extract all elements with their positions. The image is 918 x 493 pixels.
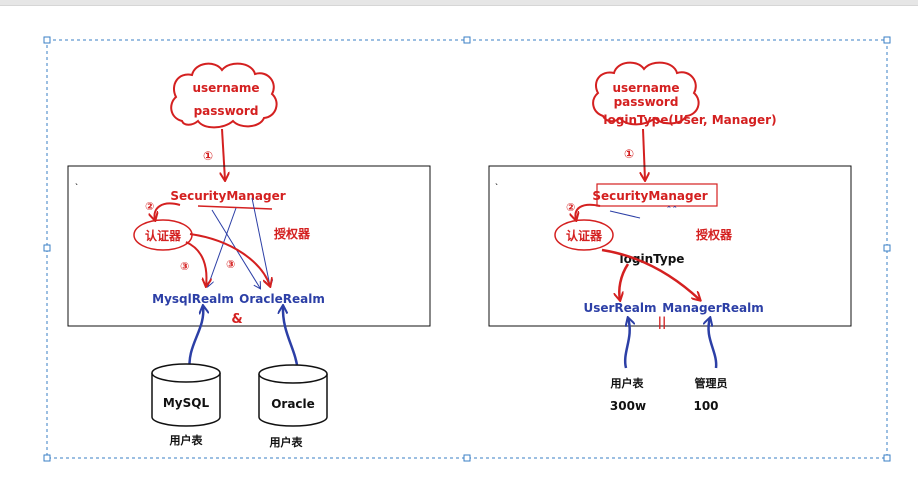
left-realm-oracle: OracleRealm xyxy=(239,292,325,306)
right-to-user-realm-arrow xyxy=(619,263,630,300)
selection-frame xyxy=(43,36,891,462)
left-oracle-to-realm-arrow xyxy=(283,306,300,373)
right-realm-user: UserRealm xyxy=(583,301,656,315)
left-step3b-label: ③ xyxy=(226,258,235,271)
left-step2-label: ② xyxy=(145,200,154,213)
left-db-oracle-label: Oracle xyxy=(271,397,315,411)
left-security-manager: SecurityManager xyxy=(170,189,285,203)
right-login-type-label: loginType xyxy=(620,252,685,266)
right-step2-label: ② xyxy=(566,201,575,214)
right-store-user-count: 300w xyxy=(610,399,646,413)
svg-text:`: ` xyxy=(75,182,79,192)
left-step3-arrow-mysql xyxy=(185,241,206,286)
window-top-strip xyxy=(0,0,918,6)
right-store-manager-count: 100 xyxy=(693,399,718,413)
right-user-table-arrow xyxy=(623,318,630,369)
left-step2-arrow xyxy=(154,202,181,220)
right-realm-manager: ManagerRealm xyxy=(662,301,763,315)
left-mysql-to-realm-arrow xyxy=(188,306,203,373)
right-authenticator-ellipse xyxy=(554,219,614,251)
right-security-manager-box xyxy=(596,183,718,207)
svg-text:`: ` xyxy=(495,182,499,192)
left-cloud-username: username xyxy=(192,81,259,95)
right-manager-table-arrow xyxy=(708,318,718,369)
left-authenticator: 认证器 xyxy=(145,228,182,243)
right-security-manager: SecurityManager xyxy=(592,189,707,203)
left-oracle-database-icon xyxy=(258,364,328,427)
left-step1-arrow xyxy=(222,128,225,180)
right-cloud-username: username xyxy=(612,81,679,95)
right-store-user-label: 用户表 xyxy=(611,376,645,390)
left-step1-label: ① xyxy=(203,149,213,163)
right-panel: username password loginType(User, Manage… xyxy=(488,61,852,413)
right-store-manager-label: 管理员 xyxy=(695,376,728,390)
right-cloud-login-type: loginType(User, Manager) xyxy=(603,113,776,127)
left-credentials-cloud xyxy=(170,62,278,129)
right-system-box xyxy=(488,165,852,327)
right-step1-label: ① xyxy=(624,147,634,161)
right-step1-arrow xyxy=(643,128,645,180)
svg-text:⌃⌃: ⌃⌃ xyxy=(666,205,678,213)
left-step3a-label: ③ xyxy=(180,260,189,273)
left-realm-mysql: MysqlRealm xyxy=(152,292,234,306)
right-credentials-cloud xyxy=(592,61,700,126)
left-cloud-password: password xyxy=(194,104,259,118)
left-panel: username password ① ` SecurityManager ② … xyxy=(67,62,431,449)
left-db-mysql-caption: 用户表 xyxy=(170,433,204,447)
left-system-box xyxy=(67,165,431,327)
left-mysql-database-icon xyxy=(151,363,221,427)
right-authorizer: 授权器 xyxy=(696,227,733,242)
left-and-symbol: & xyxy=(231,312,242,327)
right-step2-arrow xyxy=(575,203,601,220)
left-db-oracle-caption: 用户表 xyxy=(270,435,304,449)
right-authenticator: 认证器 xyxy=(566,228,603,243)
right-cloud-password: password xyxy=(614,95,679,109)
left-db-mysql-label: MySQL xyxy=(163,396,210,410)
right-or-symbol: || xyxy=(658,315,667,329)
left-authorizer: 授权器 xyxy=(274,226,311,241)
left-step3-arrow-oracle xyxy=(189,233,270,286)
right-to-manager-realm-arrow xyxy=(601,248,700,300)
